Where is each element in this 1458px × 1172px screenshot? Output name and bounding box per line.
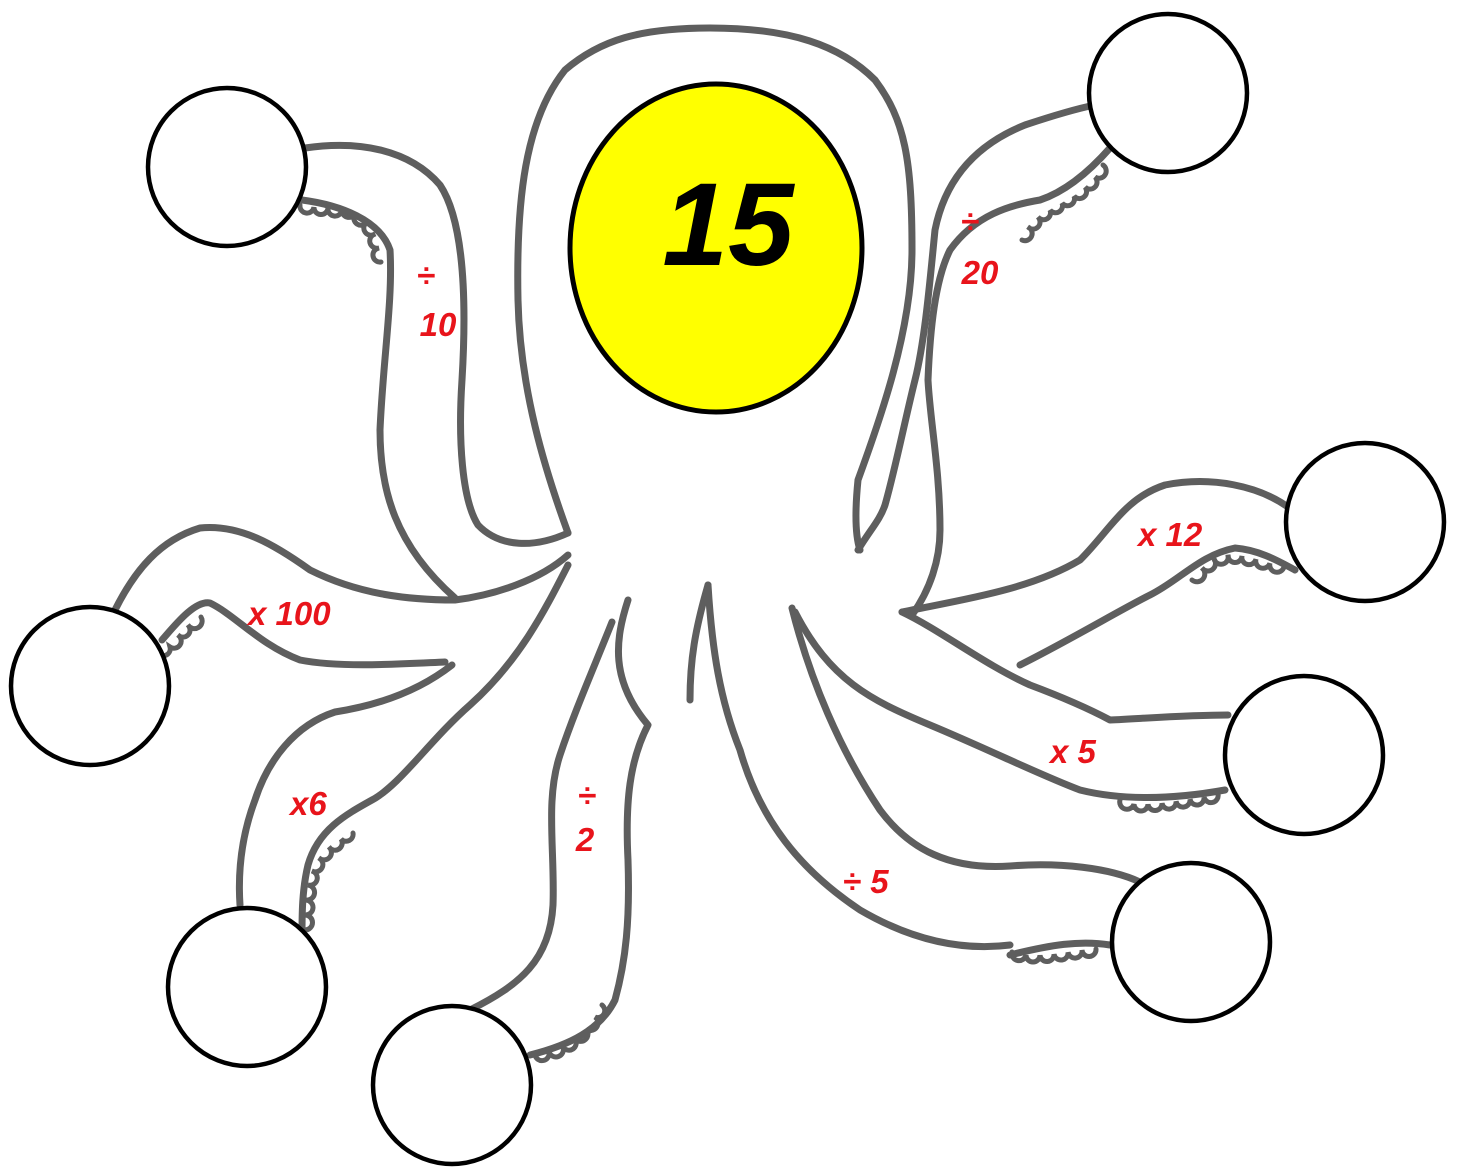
answer-left[interactable] bbox=[8, 604, 172, 768]
answer-right-middle[interactable] bbox=[1222, 673, 1386, 837]
answer-lower-left[interactable] bbox=[165, 905, 329, 1069]
tentacle-right-upper-outer bbox=[898, 478, 1296, 616]
operation-lower-center-value: 2 bbox=[575, 821, 595, 858]
operation-top-left-value: 10 bbox=[420, 306, 457, 343]
tentacle-center-inner-left bbox=[686, 581, 712, 704]
answer-lower-center[interactable] bbox=[370, 1003, 534, 1167]
operation-lower-left: x6 bbox=[288, 785, 327, 822]
tentacle-right-middle-outer bbox=[898, 608, 1232, 724]
answer-circle-lower-left[interactable] bbox=[165, 905, 329, 1069]
suckers-lower-left bbox=[302, 830, 356, 933]
answer-circle-lower-right[interactable] bbox=[1109, 860, 1273, 1024]
tentacle-top-right-inner bbox=[908, 144, 1114, 619]
operation-right-middle: x 5 bbox=[1048, 733, 1097, 770]
center-number-oval bbox=[567, 81, 865, 415]
suckers-top-right bbox=[1019, 162, 1109, 244]
tentacle-lower-left-outer bbox=[235, 661, 456, 909]
answer-top-right[interactable] bbox=[1086, 11, 1250, 175]
tentacle-lower-left-inner bbox=[298, 561, 572, 939]
tentacle-top-right-outer bbox=[854, 101, 1099, 554]
octopus-outline bbox=[111, 24, 1299, 1059]
suckers-left bbox=[157, 614, 205, 659]
tentacle-lower-right-outer bbox=[788, 604, 1144, 886]
tentacle-lower-right-inner bbox=[1006, 939, 1114, 959]
answer-top-left[interactable] bbox=[145, 85, 309, 249]
answer-circle-right-middle[interactable] bbox=[1222, 673, 1386, 837]
answer-circles bbox=[8, 11, 1447, 1167]
suckers-lower-center bbox=[532, 1002, 608, 1064]
tentacle-left-inner bbox=[158, 599, 449, 669]
operation-lower-center-symbol: ÷ bbox=[578, 777, 596, 814]
tentacle-center-inner-right bbox=[704, 581, 1014, 951]
operation-lower-right: ÷ 5 bbox=[843, 863, 889, 900]
operation-left: x 100 bbox=[246, 595, 331, 632]
suckers-right-upper bbox=[1189, 554, 1287, 585]
tentacle-lower-center-outer bbox=[466, 618, 616, 1014]
operation-labels: ÷ 10 ÷ 20 x 100 x 12 x 5 x6 ÷ 2 ÷ 5 bbox=[246, 203, 1203, 900]
tentacle-top-left-outer bbox=[301, 141, 572, 547]
answer-lower-right[interactable] bbox=[1109, 860, 1273, 1024]
suckers-right-middle bbox=[1117, 791, 1221, 814]
answer-circle-right-upper[interactable] bbox=[1283, 440, 1447, 604]
operation-right-upper: x 12 bbox=[1136, 516, 1203, 553]
suckers-lower-right bbox=[1009, 946, 1099, 965]
operation-top-left-symbol: ÷ bbox=[417, 257, 435, 294]
tentacle-left-outer bbox=[111, 524, 572, 614]
answer-circle-lower-center[interactable] bbox=[370, 1003, 534, 1167]
answer-right-upper[interactable] bbox=[1283, 440, 1447, 604]
tentacle-lower-center-inner bbox=[526, 596, 652, 1059]
answer-circle-left[interactable] bbox=[8, 604, 172, 768]
operation-top-right-symbol: ÷ bbox=[961, 203, 979, 240]
head-outline bbox=[514, 24, 916, 554]
answer-circle-top-right[interactable] bbox=[1086, 11, 1250, 175]
answer-circle-top-left[interactable] bbox=[145, 85, 309, 249]
tentacle-right-upper-inner bbox=[1016, 544, 1299, 669]
suckers bbox=[157, 162, 1287, 1064]
center-number: 15 bbox=[662, 159, 796, 291]
operation-top-right-value: 20 bbox=[961, 254, 999, 291]
tentacle-right-middle-inner bbox=[791, 608, 1229, 801]
suckers-top-left bbox=[297, 202, 384, 265]
